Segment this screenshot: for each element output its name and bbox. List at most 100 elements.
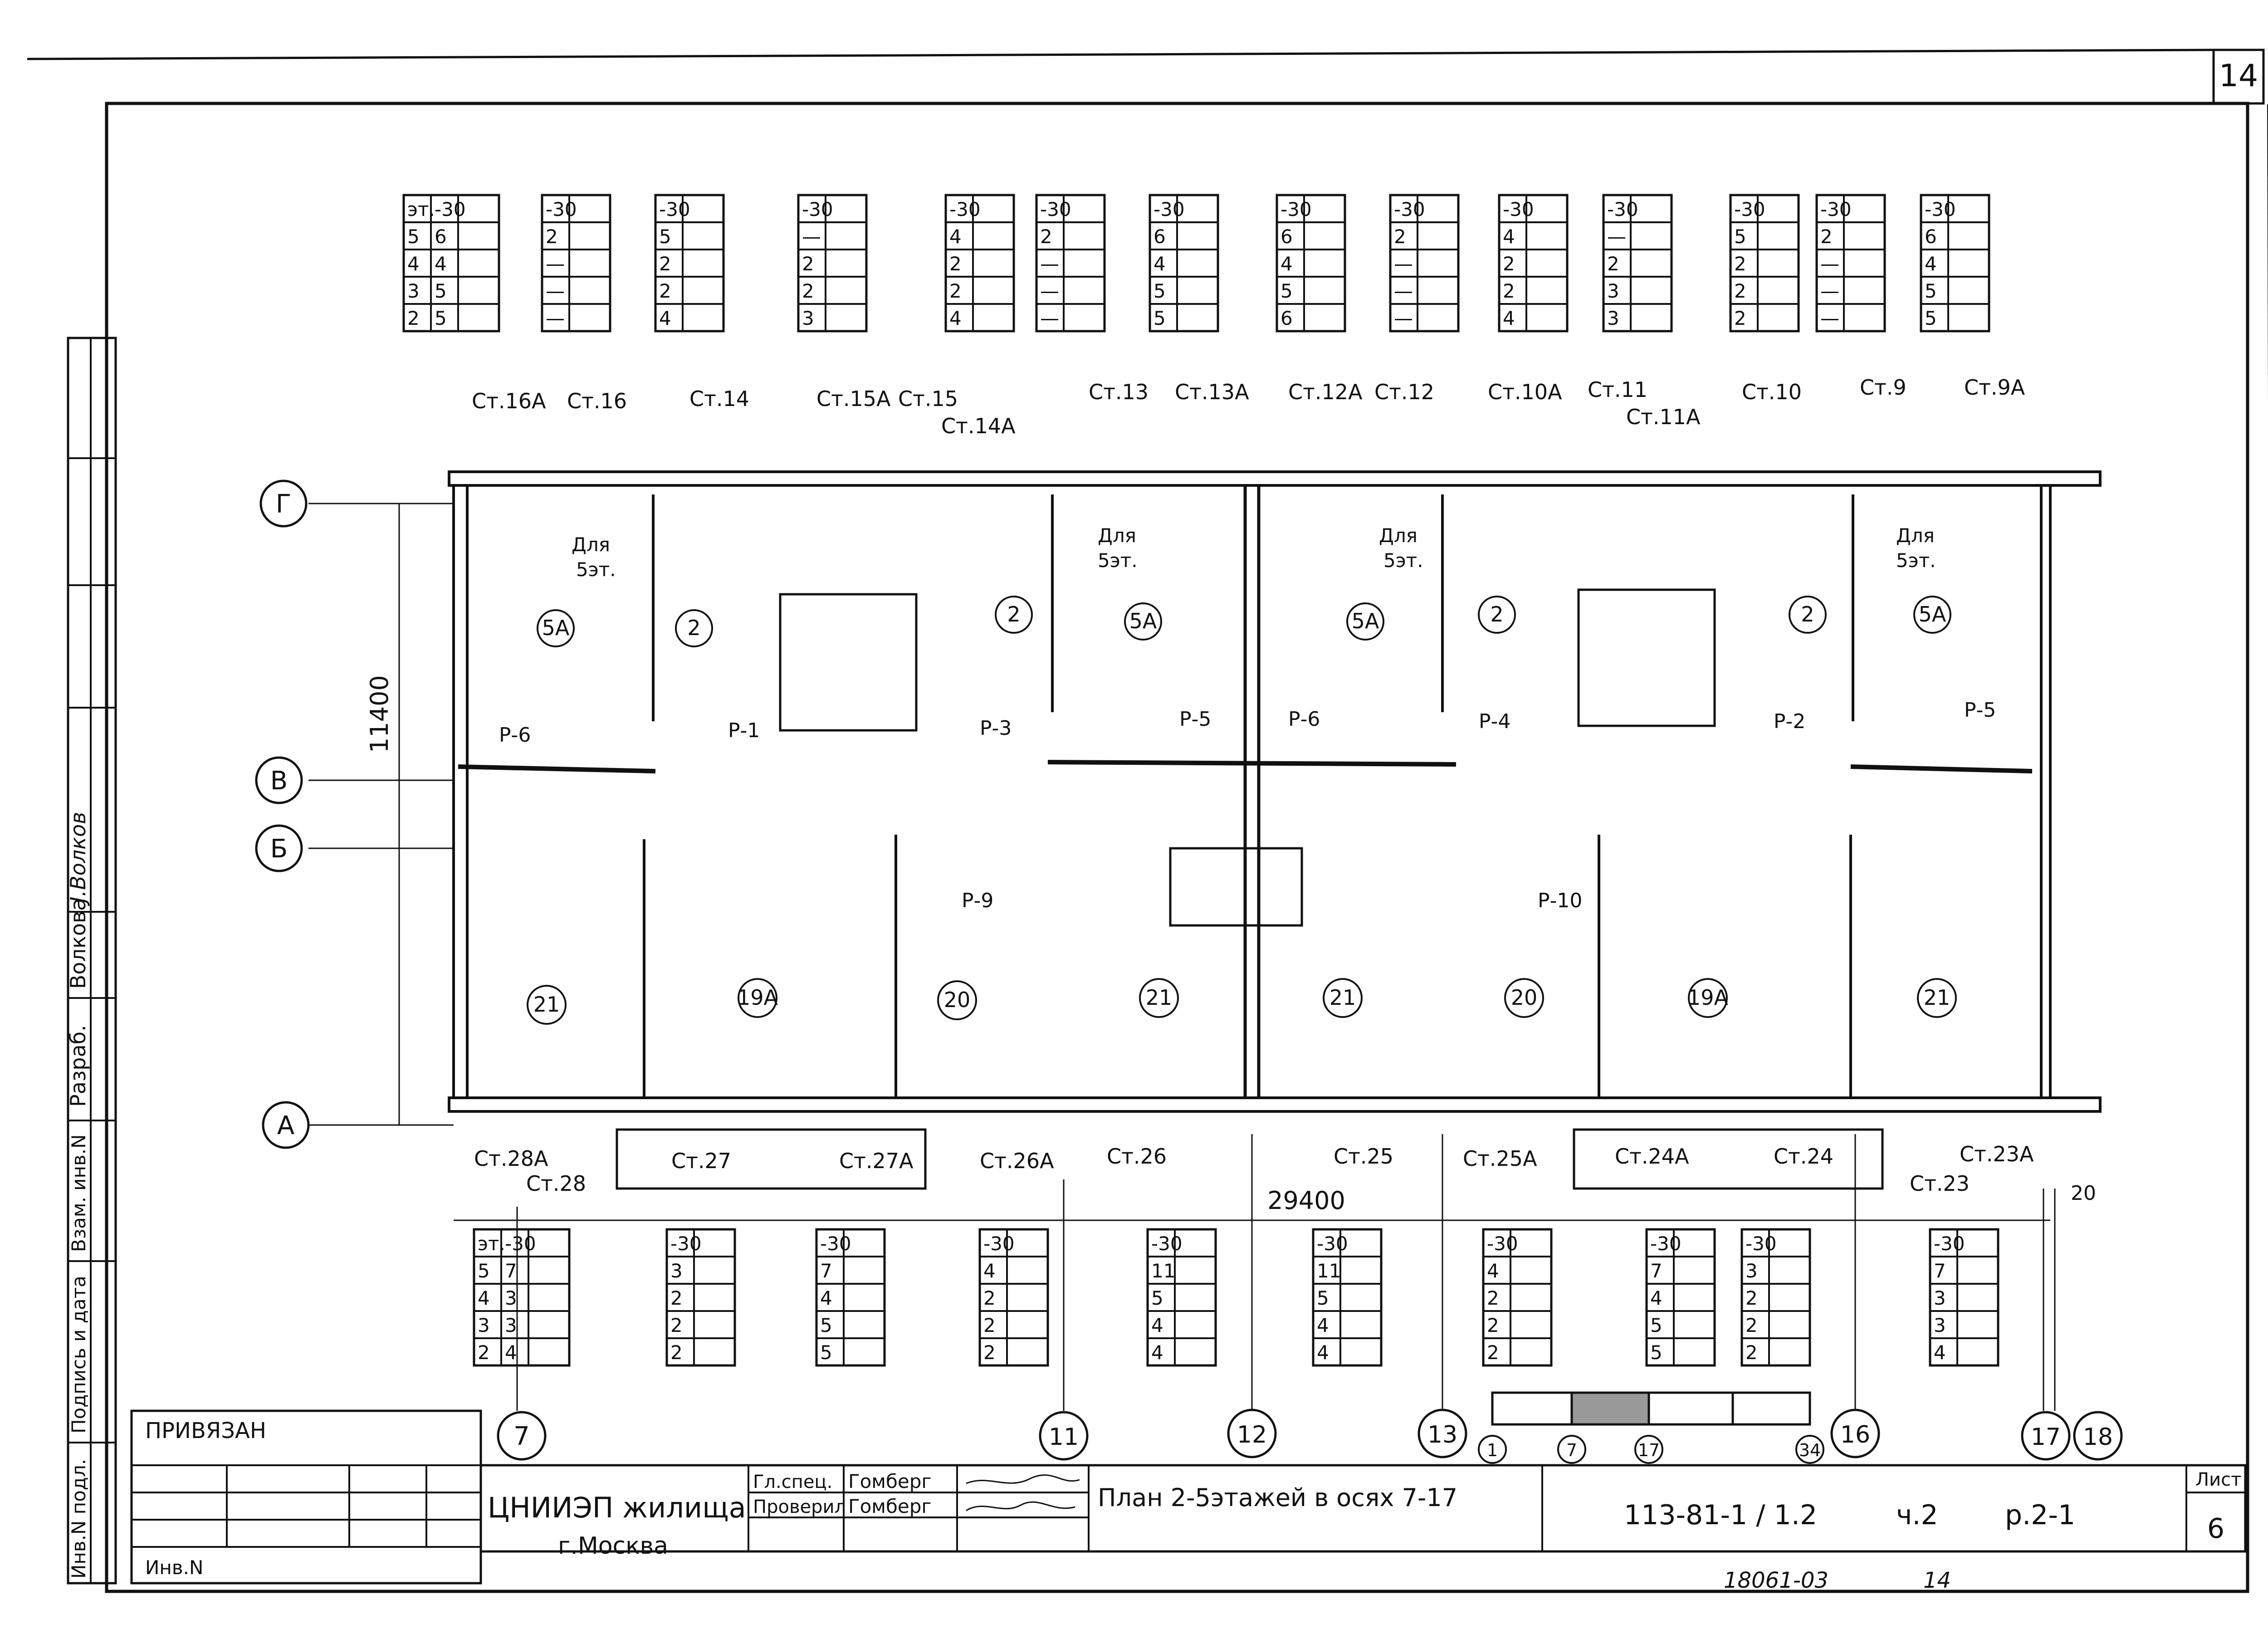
floor-table-cell: — <box>1040 280 1059 302</box>
axis-lines <box>308 503 2056 1411</box>
svg-text:Ст.27: Ст.27 <box>671 1149 731 1173</box>
svg-text:Ст.23: Ст.23 <box>1910 1171 1970 1196</box>
floor-table-cell: — <box>1820 253 1839 275</box>
svg-text:Ст.12: Ст.12 <box>1374 380 1434 404</box>
floor-table-cell: -30 <box>1820 198 1852 220</box>
floor-table-cell: 6 <box>1925 225 1937 248</box>
floor-table-cell: 3 <box>1934 1314 1946 1336</box>
svg-text:21: 21 <box>1924 985 1950 1010</box>
floor-table-cell: -30 <box>802 198 833 220</box>
svg-text:Г: Г <box>276 489 291 519</box>
note-5th-floor-1: Для 5эт. <box>572 533 616 581</box>
floor-table-cell: эт. <box>478 1233 505 1255</box>
note-5th-floor-3: Для 5эт. <box>1379 524 1423 572</box>
riser-labels-bottom: Ст.28А Ст.28 Ст.27 Ст.27А Ст.26А Ст.26 С… <box>474 1142 2034 1196</box>
floor-table-cell: 2 <box>659 280 671 302</box>
floor-table-cell: 4 <box>1317 1314 1329 1336</box>
floor-table: -302——— <box>1035 194 1106 333</box>
floor-table-cell: 4 <box>1650 1287 1662 1309</box>
floor-table-cell: — <box>1394 253 1413 275</box>
svg-text:2: 2 <box>1007 602 1020 626</box>
floor-table-cell: -30 <box>1394 198 1425 220</box>
floor-table-cell: 7 <box>505 1260 517 1282</box>
floor-table-cell: — <box>546 280 565 302</box>
floor-table-cell: 3 <box>505 1314 517 1336</box>
floor-table-cell: 5 <box>1650 1341 1662 1364</box>
stamp-inv-podl: Инв.N подл. <box>68 1459 90 1579</box>
floor-table-cell: 2 <box>1487 1287 1499 1309</box>
svg-text:Ст.16: Ст.16 <box>567 389 627 413</box>
floor-table-cell: 5 <box>407 225 420 248</box>
drawing-code: 113-81-1 / 1.2 <box>1624 1499 1817 1531</box>
floor-table-cell: 7 <box>1650 1260 1662 1282</box>
svg-text:16: 16 <box>1840 1421 1870 1448</box>
floor-table-cell: -30 <box>505 1233 536 1255</box>
svg-text:Ст.9: Ст.9 <box>1860 375 1906 400</box>
svg-text:Ст.10: Ст.10 <box>1742 380 1802 404</box>
floor-table-cell: — <box>546 307 565 329</box>
axis-bubble-17: 17 <box>2021 1411 2071 1461</box>
svg-text:Для: Для <box>1379 524 1418 547</box>
floor-table-cell: 4 <box>1487 1260 1499 1282</box>
svg-text:Ст.28: Ст.28 <box>526 1171 586 1196</box>
drawing-title: План 2-5этажей в осях 7-17 <box>1098 1483 1457 1512</box>
floor-table-cell: 2 <box>1745 1341 1758 1364</box>
room-labels-bottom: 21 19А 20 21 21 20 19А 21 <box>527 978 1957 1025</box>
floor-table-cell: 5 <box>1154 307 1166 329</box>
floor-table-cell: 7 <box>820 1260 832 1282</box>
sheet-number: 6 <box>2207 1513 2224 1545</box>
footer-note: 18061-03 <box>1724 1568 1828 1593</box>
top-trim-line <box>27 49 2214 60</box>
svg-text:Ст.27А: Ст.27А <box>839 1149 914 1173</box>
title-block: ПРИВЯЗАН Инв.N ЦНИИЭП жилища г.Москва Гл… <box>130 1409 2247 1585</box>
svg-text:17: 17 <box>1638 1440 1660 1460</box>
floor-table-cell: 2 <box>1503 280 1515 302</box>
svg-text:2: 2 <box>687 616 700 640</box>
svg-text:Ст.16А: Ст.16А <box>472 389 546 413</box>
svg-text:20: 20 <box>1511 985 1538 1010</box>
floor-table-cell: 5 <box>1317 1287 1329 1309</box>
sheet-number-corner-box <box>2212 49 2265 105</box>
floor-table-cell: 2 <box>1394 225 1406 248</box>
floor-table-cell: 5 <box>1154 280 1166 302</box>
floor-table-cell: 2 <box>1745 1314 1758 1336</box>
svg-text:Р-3: Р-3 <box>980 717 1012 740</box>
floor-table: -302——— <box>541 194 611 333</box>
floor-table-cell: 7 <box>1934 1260 1946 1282</box>
floor-table-cell: 4 <box>505 1341 517 1364</box>
floor-table-cell: — <box>1040 253 1059 275</box>
floor-table-cell: 2 <box>1820 225 1833 248</box>
floor-table-cell: 2 <box>478 1341 490 1364</box>
title-inv-n: Инв.N <box>145 1556 203 1579</box>
svg-text:Ст.15: Ст.15 <box>898 386 958 411</box>
floor-table-cell: 4 <box>1281 253 1293 275</box>
floor-table-cell: 2 <box>670 1314 683 1336</box>
floor-table-cell: 3 <box>478 1314 490 1336</box>
floor-table-cell: 3 <box>1607 307 1619 329</box>
floor-table-cell: 2 <box>1040 225 1052 248</box>
floor-table-cell: 5 <box>435 307 447 329</box>
axis-bubble-v: В <box>255 756 303 804</box>
svg-text:Ст.24А: Ст.24А <box>1615 1144 1689 1169</box>
floor-table-cell: -30 <box>1745 1233 1777 1255</box>
floor-table-cell: 2 <box>1487 1314 1499 1336</box>
floor-table-cell: 5 <box>478 1260 490 1282</box>
svg-text:Ст.14А: Ст.14А <box>941 414 1016 438</box>
floor-table-cell: 2 <box>983 1314 996 1336</box>
signature-2 <box>966 1501 1075 1512</box>
key-plan: 1 7 17 34 <box>1478 1391 1824 1464</box>
floor-table-cell: 4 <box>1151 1314 1163 1336</box>
footer-page: 14 <box>1923 1568 1951 1593</box>
svg-text:21: 21 <box>533 992 560 1017</box>
svg-text:Ст.26А: Ст.26А <box>980 1149 1054 1173</box>
floor-table-cell: эт. <box>407 198 435 220</box>
floor-table-cell: -30 <box>983 1233 1015 1255</box>
svg-text:5эт.: 5эт. <box>1098 549 1138 572</box>
floor-table-cell: 4 <box>949 307 962 329</box>
